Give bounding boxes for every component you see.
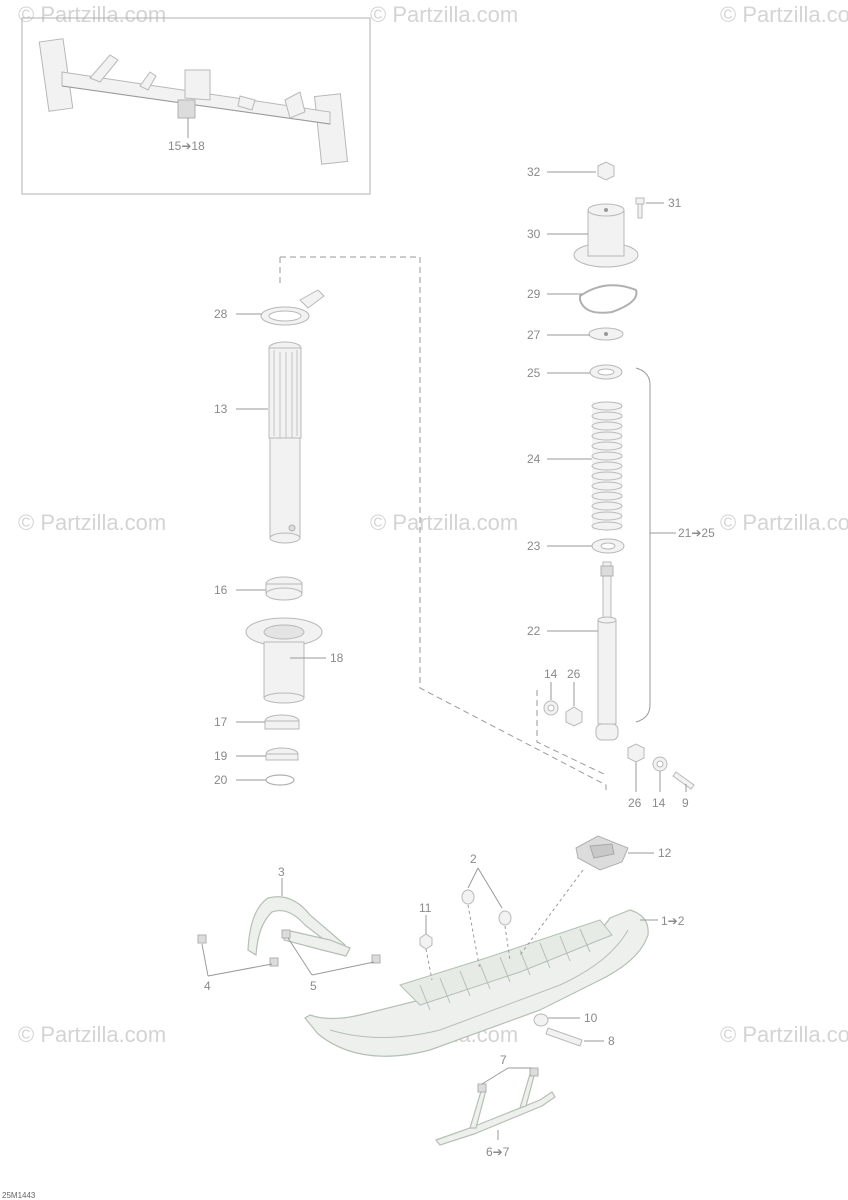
watermark-middle-left: © Partzilla.com [18,510,166,535]
watermark-bottom-left: © Partzilla.com [18,1022,166,1047]
callout-21-25: 21➔25 [678,526,715,540]
leader-lines [201,171,687,1140]
callout-19: 19 [214,749,228,763]
callout-14-upper: 14 [544,667,558,681]
spring-coils [591,401,623,531]
callout-labels: 32 31 30 29 27 25 24 23 22 21➔25 14 26 2… [204,165,715,1159]
callout-20: 20 [214,773,228,787]
callout-4: 4 [204,979,211,993]
callout-27: 27 [527,328,541,342]
callout-22: 22 [527,624,541,638]
callout-14-lower: 14 [652,796,666,810]
callout-7: 7 [500,1053,507,1067]
inset-frame: 15➔18 [21,17,371,195]
shock-assembly [543,161,695,790]
callout-25: 25 [527,366,541,380]
watermark-middle-right: © Partzilla.com [720,510,848,535]
callout-18: 18 [330,651,344,665]
cross-tube-drawing [38,38,349,165]
callout-3: 3 [278,865,285,879]
assembly-outline [279,256,607,790]
callout-2: 2 [470,852,477,866]
callout-17: 17 [214,715,228,729]
callout-28: 28 [214,307,228,321]
callout-31: 31 [668,196,682,210]
callout-9: 9 [682,796,689,810]
callout-23: 23 [527,539,541,553]
callout-30: 30 [527,227,541,241]
spindle-assembly [245,289,325,786]
watermark-top-right: © Partzilla.com [720,2,848,27]
diagram-code: 25M1443 [2,1191,36,1200]
watermark-middle-center: © Partzilla.com [370,510,518,535]
watermark-top-center: © Partzilla.com [370,2,518,27]
callout-26-lower: 26 [628,796,642,810]
watermark-top-left: © Partzilla.com [18,2,166,27]
callout-8: 8 [608,1034,615,1048]
callout-29: 29 [527,287,541,301]
callout-6-7: 6➔7 [486,1145,510,1159]
watermarks: © Partzilla.com © Partzilla.com © Partzi… [18,2,848,1047]
callout-1-2: 1➔2 [661,914,685,928]
label-15-18: 15➔18 [168,139,205,153]
callout-32: 32 [527,165,541,179]
callout-11: 11 [419,901,432,915]
callout-16: 16 [214,583,228,597]
watermark-bottom-right: © Partzilla.com [720,1022,848,1047]
callout-12: 12 [658,846,672,860]
callout-26-upper: 26 [567,667,581,681]
ski-assembly [197,835,649,1146]
callout-10: 10 [584,1011,598,1025]
callout-5: 5 [310,979,317,993]
callout-24: 24 [527,452,541,466]
callout-13: 13 [214,402,228,416]
